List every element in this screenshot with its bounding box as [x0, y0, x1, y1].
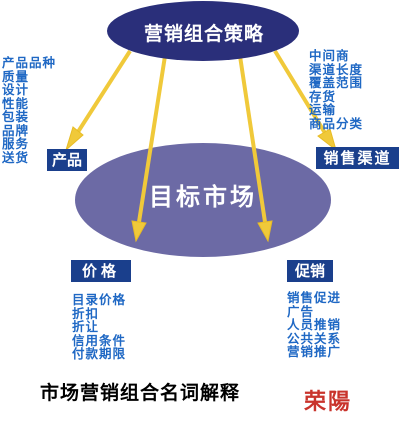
list-item: 付款期限: [72, 346, 127, 361]
seal-stamp: 荣 陽: [302, 378, 354, 422]
arrows: [65, 49, 337, 243]
product-item-list: 产品品种 质量 设计 性能 包装 品牌 服务 送货: [2, 56, 56, 164]
promotion-tag: 促销: [287, 260, 333, 282]
promotion-item-list: 销售促进 广告 人员推销 公共关系 营销推广: [287, 291, 341, 359]
list-item: 信用条件: [72, 332, 127, 348]
list-item: 品牌: [2, 122, 30, 138]
arrow-to-promotion: [238, 55, 273, 243]
list-item: 覆盖范围: [309, 75, 364, 90]
price-tag: 价格: [71, 260, 131, 282]
arrow-to-channel: [273, 49, 337, 152]
seal-glyph: 陽: [328, 389, 351, 415]
strategy-label: 营销组合策略: [143, 23, 264, 45]
list-item: 运输: [309, 102, 337, 117]
list-item: 折扣: [72, 305, 100, 321]
channel-item-list: 中间商 渠道长度 覆盖范围 存货 运输 商品分类: [309, 49, 363, 130]
list-item: 产品品种: [2, 55, 57, 70]
list-item: 人员推销: [287, 317, 342, 332]
list-item: 设计: [2, 82, 30, 97]
list-item: 包装: [2, 109, 30, 124]
channel-tag: 销售渠道: [316, 147, 399, 169]
target-market-label: 目标市场: [149, 183, 257, 211]
list-item: 送货: [2, 149, 30, 165]
strategy-ellipse: [107, 1, 299, 61]
list-item: 销售促进: [287, 290, 342, 305]
list-item: 质量: [2, 68, 30, 84]
list-item: 存货: [309, 88, 337, 104]
product-tag: 产品: [47, 149, 87, 171]
list-item: 目录价格: [72, 292, 127, 307]
list-item: 公共关系: [287, 330, 342, 346]
seal-glyph: 荣: [304, 389, 327, 415]
arrow-to-price: [131, 55, 167, 243]
caption-title: 市场营销组合名词解释: [40, 382, 241, 404]
list-item: 服务: [2, 136, 30, 151]
list-item: 营销推广: [287, 344, 342, 359]
list-item: 渠道长度: [309, 61, 364, 77]
list-item: 性能: [2, 95, 30, 111]
list-item: 折让: [72, 319, 100, 334]
list-item: 广告: [287, 303, 315, 319]
arrow-to-product: [65, 49, 132, 152]
list-item: 商品分类: [309, 115, 364, 131]
price-item-list: 目录价格 折扣 折让 信用条件 付款期限: [72, 293, 126, 361]
list-item: 中间商: [309, 48, 350, 63]
